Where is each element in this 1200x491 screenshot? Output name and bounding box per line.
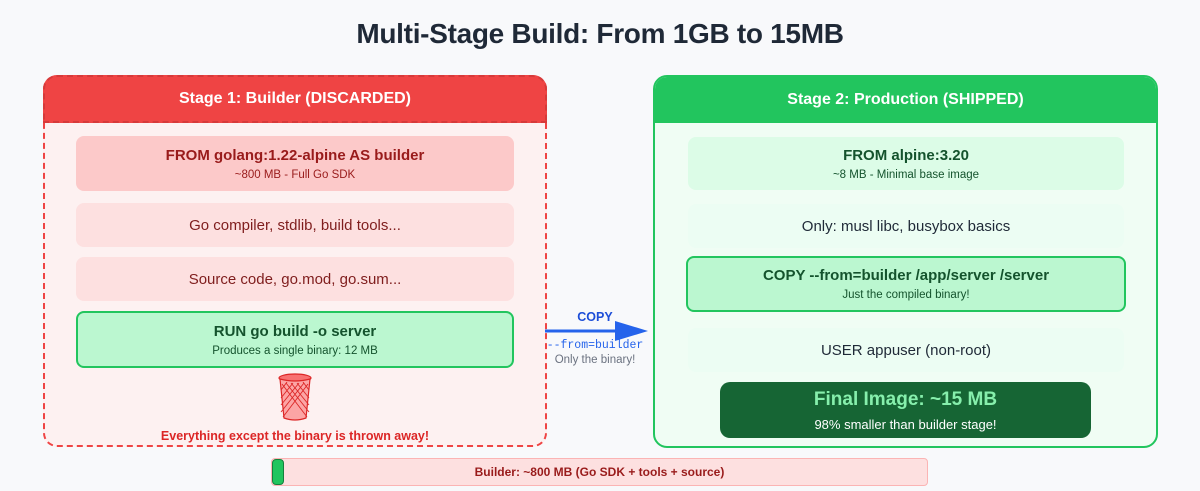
- final-size-fill: [272, 459, 284, 485]
- production-copy-sub: Just the compiled binary!: [842, 289, 970, 301]
- builder-from-size: ~800 MB - Full Go SDK: [234, 168, 356, 181]
- builder-source-box: Source code, go.mod, go.sum...: [76, 257, 514, 301]
- builder-run-sub: Produces a single binary: 12 MB: [212, 344, 378, 357]
- page-title: Multi-Stage Build: From 1GB to 15MB: [356, 18, 844, 49]
- copy-arrow: COPY --from=builder Only the binary!: [545, 308, 650, 372]
- builder-size-label: Builder: ~800 MB (Go SDK + tools + sourc…: [474, 465, 725, 479]
- production-from-box: FROM alpine:3.20 ~8 MB - Minimal base im…: [688, 137, 1124, 190]
- production-copy-label: COPY --from=builder /app/server /server: [762, 267, 1050, 284]
- production-user-box: USER appuser (non-root): [688, 328, 1124, 372]
- production-user-label: USER appuser (non-root): [820, 341, 992, 359]
- final-image-size: Final Image: ~15 MB: [813, 388, 998, 410]
- production-base-contents-box: Only: musl libc, busybox basics: [688, 204, 1124, 248]
- builder-from-box: FROM golang:1.22-alpine AS builder ~800 …: [76, 136, 514, 191]
- builder-from-label: FROM golang:1.22-alpine AS builder: [165, 146, 425, 164]
- arrow-right-icon: [545, 321, 648, 341]
- builder-stage-header: Stage 1: Builder (DISCARDED): [43, 75, 547, 123]
- builder-tools-label: Go compiler, stdlib, build tools...: [189, 216, 401, 234]
- size-comparison-bar: Builder: ~800 MB (Go SDK + tools + sourc…: [271, 458, 928, 486]
- discard-note: Everything except the binary is thrown a…: [160, 429, 430, 443]
- copy-arrow-label: COPY: [577, 310, 613, 324]
- production-stage-header: Stage 2: Production (SHIPPED): [655, 77, 1156, 123]
- builder-tools-box: Go compiler, stdlib, build tools...: [76, 203, 514, 247]
- wastebasket-icon: [278, 373, 312, 421]
- copy-from-label: --from=builder: [546, 339, 644, 352]
- production-copy-box: COPY --from=builder /app/server /server …: [686, 256, 1126, 312]
- copy-note-label: Only the binary!: [554, 354, 636, 366]
- production-from-label: FROM alpine:3.20: [843, 146, 969, 164]
- production-from-size: ~8 MB - Minimal base image: [832, 168, 980, 181]
- final-image-note: 98% smaller than builder stage!: [814, 416, 997, 432]
- builder-source-label: Source code, go.mod, go.sum...: [188, 270, 402, 288]
- builder-size-track: [271, 458, 928, 486]
- final-image-box: Final Image: ~15 MB 98% smaller than bui…: [720, 382, 1091, 438]
- production-base-contents-label: Only: musl libc, busybox basics: [801, 217, 1011, 235]
- builder-run-label: RUN go build -o server: [213, 322, 377, 340]
- builder-run-box: RUN go build -o server Produces a single…: [76, 311, 514, 368]
- builder-stage-panel: Stage 1: Builder (DISCARDED) FROM golang…: [43, 75, 547, 447]
- production-stage-panel: Stage 2: Production (SHIPPED) FROM alpin…: [653, 75, 1158, 448]
